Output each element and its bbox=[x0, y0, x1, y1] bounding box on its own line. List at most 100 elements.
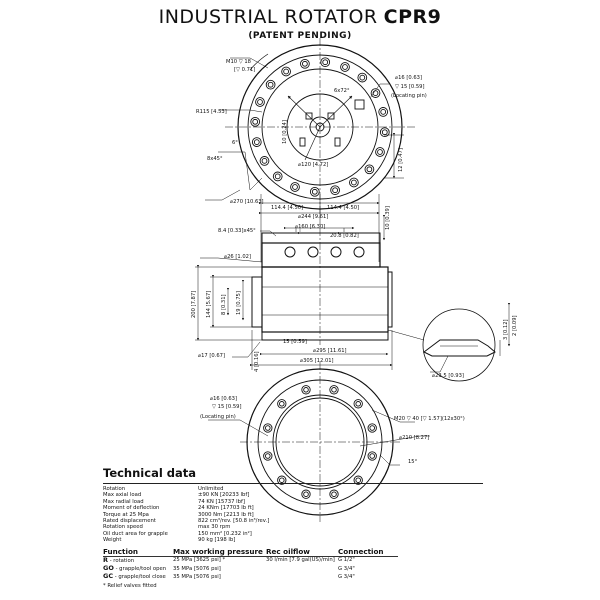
bolt-hole-inner bbox=[257, 99, 263, 105]
bolt-hole bbox=[329, 385, 339, 395]
bolt-hole-inner bbox=[303, 491, 309, 497]
bolt-hole bbox=[265, 79, 276, 90]
dim-305: ⌀305 [12.01] bbox=[300, 358, 334, 364]
bolt-hole-inner bbox=[302, 60, 308, 67]
dim-12-047: 12 [0.47] bbox=[398, 148, 404, 172]
bolt-hole bbox=[309, 186, 320, 197]
bolt-hole bbox=[357, 72, 368, 83]
bolt-hole bbox=[379, 127, 390, 138]
bolt-hole-inner bbox=[252, 118, 259, 125]
dim-244: ⌀244 [9.61] bbox=[298, 214, 328, 220]
dim-m10-sub: [▽ 0.71] bbox=[234, 67, 255, 73]
function-desc: - grapple/tool close bbox=[114, 574, 166, 581]
spec-value: max 30 rpm bbox=[198, 524, 231, 531]
dim-8x45: 8.4 [0.33]x45° bbox=[218, 228, 256, 234]
bolt-hole-inner bbox=[322, 59, 329, 66]
spec-label: Weight bbox=[103, 537, 122, 544]
spec-value: 74 KN [15737 lbf] bbox=[198, 498, 245, 505]
model-name: CPR9 bbox=[383, 6, 442, 28]
bolt-hole-inner bbox=[359, 74, 366, 81]
dim-m20: M20 ▽ 40 [▽ 1.57](12x30°) bbox=[394, 416, 465, 422]
bolt-hole-inner bbox=[279, 477, 285, 483]
dim-26: ⌀26 [1.02] bbox=[224, 254, 251, 260]
footnote: * Relief valves fitted bbox=[103, 583, 157, 590]
spec-label: Moment of deflection bbox=[103, 505, 160, 512]
dim-m10: M10 ▽ 18 bbox=[226, 59, 251, 65]
bolt-hole-inner bbox=[366, 166, 373, 173]
bolt-hole bbox=[259, 156, 270, 166]
dim-270: ⌀270 [10.63] bbox=[230, 199, 264, 205]
dim-chamfer: 8x45° bbox=[207, 156, 223, 162]
function-cell: GC - grapple/tool close bbox=[103, 573, 173, 581]
bolt-hole bbox=[364, 164, 375, 175]
spec-label: Rotation bbox=[103, 486, 126, 492]
function-desc: - rotation bbox=[109, 557, 135, 564]
bolt-hole-inner bbox=[253, 139, 260, 145]
port bbox=[353, 246, 365, 258]
dim-angle-6x72: 6x72° bbox=[334, 88, 350, 94]
dim-4: 4 [0.16] bbox=[254, 351, 260, 372]
bolt-hole-inner bbox=[331, 387, 337, 393]
oilflow-cell: 30 l/min [7.9 gal(US)/min] bbox=[266, 557, 335, 564]
spec-row: Max axial load±90 KN [20233 lbf] bbox=[103, 492, 269, 498]
bolt-hole bbox=[353, 399, 363, 409]
bolt-hole bbox=[277, 475, 287, 485]
oilflow-cell bbox=[266, 573, 338, 581]
bolt-hole bbox=[330, 185, 340, 196]
spec-label: Rated displacement bbox=[103, 518, 156, 525]
bolt-hole-inner bbox=[267, 81, 274, 88]
bolt-hole bbox=[301, 385, 311, 395]
bolt-hole-inner bbox=[355, 401, 361, 407]
bolt-hole-inner bbox=[380, 109, 387, 115]
spec-value: 90 kg [198 lb] bbox=[198, 537, 236, 544]
function-cell: GO - grapple/tool open bbox=[103, 564, 173, 573]
bolt-hole bbox=[290, 182, 300, 192]
bolt-hole bbox=[272, 171, 283, 182]
bolt-hole bbox=[263, 423, 273, 433]
pressure-cell: 35 MPa [5076 psi] bbox=[173, 573, 221, 580]
dim-208: 20.8 [0.82] bbox=[330, 233, 359, 239]
dim-angle-6: 6° bbox=[232, 140, 238, 146]
dim-235: ⌀23.5 [0.93] bbox=[432, 373, 464, 379]
port bbox=[307, 246, 319, 258]
bottom-bolt-holes bbox=[263, 385, 377, 499]
spec-value: ±90 KN [20233 lbf] bbox=[198, 492, 250, 499]
bolt-hole bbox=[367, 423, 377, 433]
header-pressure: Max working pressure bbox=[173, 547, 266, 557]
bolt-hole-inner bbox=[369, 453, 375, 459]
dim-144: 144 [5.67] bbox=[206, 291, 212, 318]
bolt-hole bbox=[255, 97, 265, 107]
dim-114-left: 114.4 [4.50] bbox=[271, 205, 303, 211]
spec-row: Weight 90 kg [198 lb] bbox=[103, 537, 269, 543]
bolt-hole bbox=[320, 57, 331, 68]
dimension-labels: M10 ▽ 18 [▽ 0.71] R115 [4.53] ⌀16 [0.63]… bbox=[191, 59, 518, 465]
spec-value: 24 KNm [17703 lb ft] bbox=[198, 505, 254, 512]
dim-10-024: 10 [0.24] bbox=[282, 120, 288, 144]
pressure-cell: 25 MPa [3625 psi] * bbox=[173, 557, 226, 564]
spec-value: 822 cm³/rev. [50.8 in³/rev.] bbox=[198, 518, 270, 525]
header-connection: Connection bbox=[338, 547, 398, 557]
bottom-view-leaders bbox=[208, 409, 430, 466]
bolt-hole bbox=[378, 107, 389, 117]
functions-table: Function Max working pressure Rec oilflo… bbox=[103, 547, 398, 582]
bottom-view bbox=[240, 362, 400, 522]
top-bolt-holes bbox=[250, 57, 390, 197]
bolt-hole bbox=[301, 489, 311, 499]
bolt-hole-inner bbox=[274, 173, 281, 180]
dim-19: 19 [0.75] bbox=[236, 291, 242, 315]
bolt-hole bbox=[300, 58, 310, 69]
label-locating-pin-top: (Locating pin) bbox=[391, 93, 427, 99]
spec-label: Torque at 25 Mpa bbox=[103, 511, 149, 518]
dim-160: ⌀160 [6.30] bbox=[295, 224, 325, 230]
oilflow-cell bbox=[266, 565, 338, 573]
header-function: Function bbox=[103, 547, 173, 557]
dim-3-012: 3 [0.12] bbox=[503, 319, 509, 340]
connection-cell: G 1/2" bbox=[338, 557, 355, 564]
